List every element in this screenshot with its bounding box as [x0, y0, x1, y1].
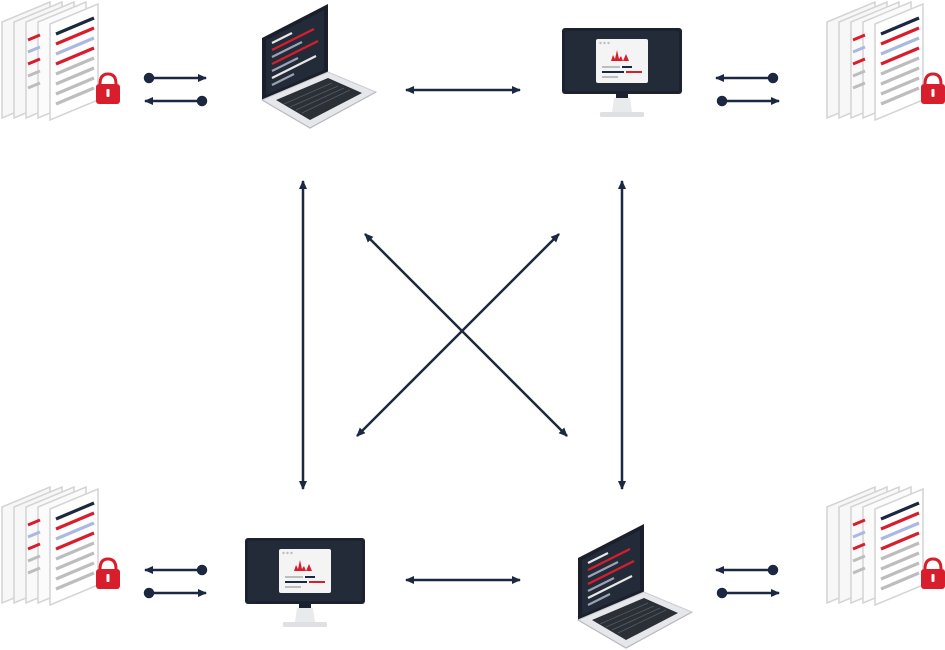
- locked-documents-icon: [0, 0, 120, 122]
- monitor-icon: [562, 28, 682, 118]
- sync-arrow: [143, 72, 207, 84]
- locked-documents-icon: [0, 485, 120, 607]
- sync-arrow: [716, 587, 780, 599]
- connection-arrow: [364, 233, 568, 437]
- sync-arrow: [144, 564, 208, 576]
- sync-arrow: [715, 564, 779, 576]
- laptop-icon: [576, 522, 694, 650]
- laptop-icon: [260, 2, 378, 130]
- locked-documents-icon: [825, 0, 945, 122]
- monitor-icon: [245, 538, 365, 628]
- sync-arrow: [716, 95, 780, 107]
- sync-arrow: [143, 587, 207, 599]
- connection-arrow: [356, 233, 560, 437]
- sync-arrow: [144, 95, 208, 107]
- sync-arrow: [715, 72, 779, 84]
- locked-documents-icon: [825, 485, 945, 607]
